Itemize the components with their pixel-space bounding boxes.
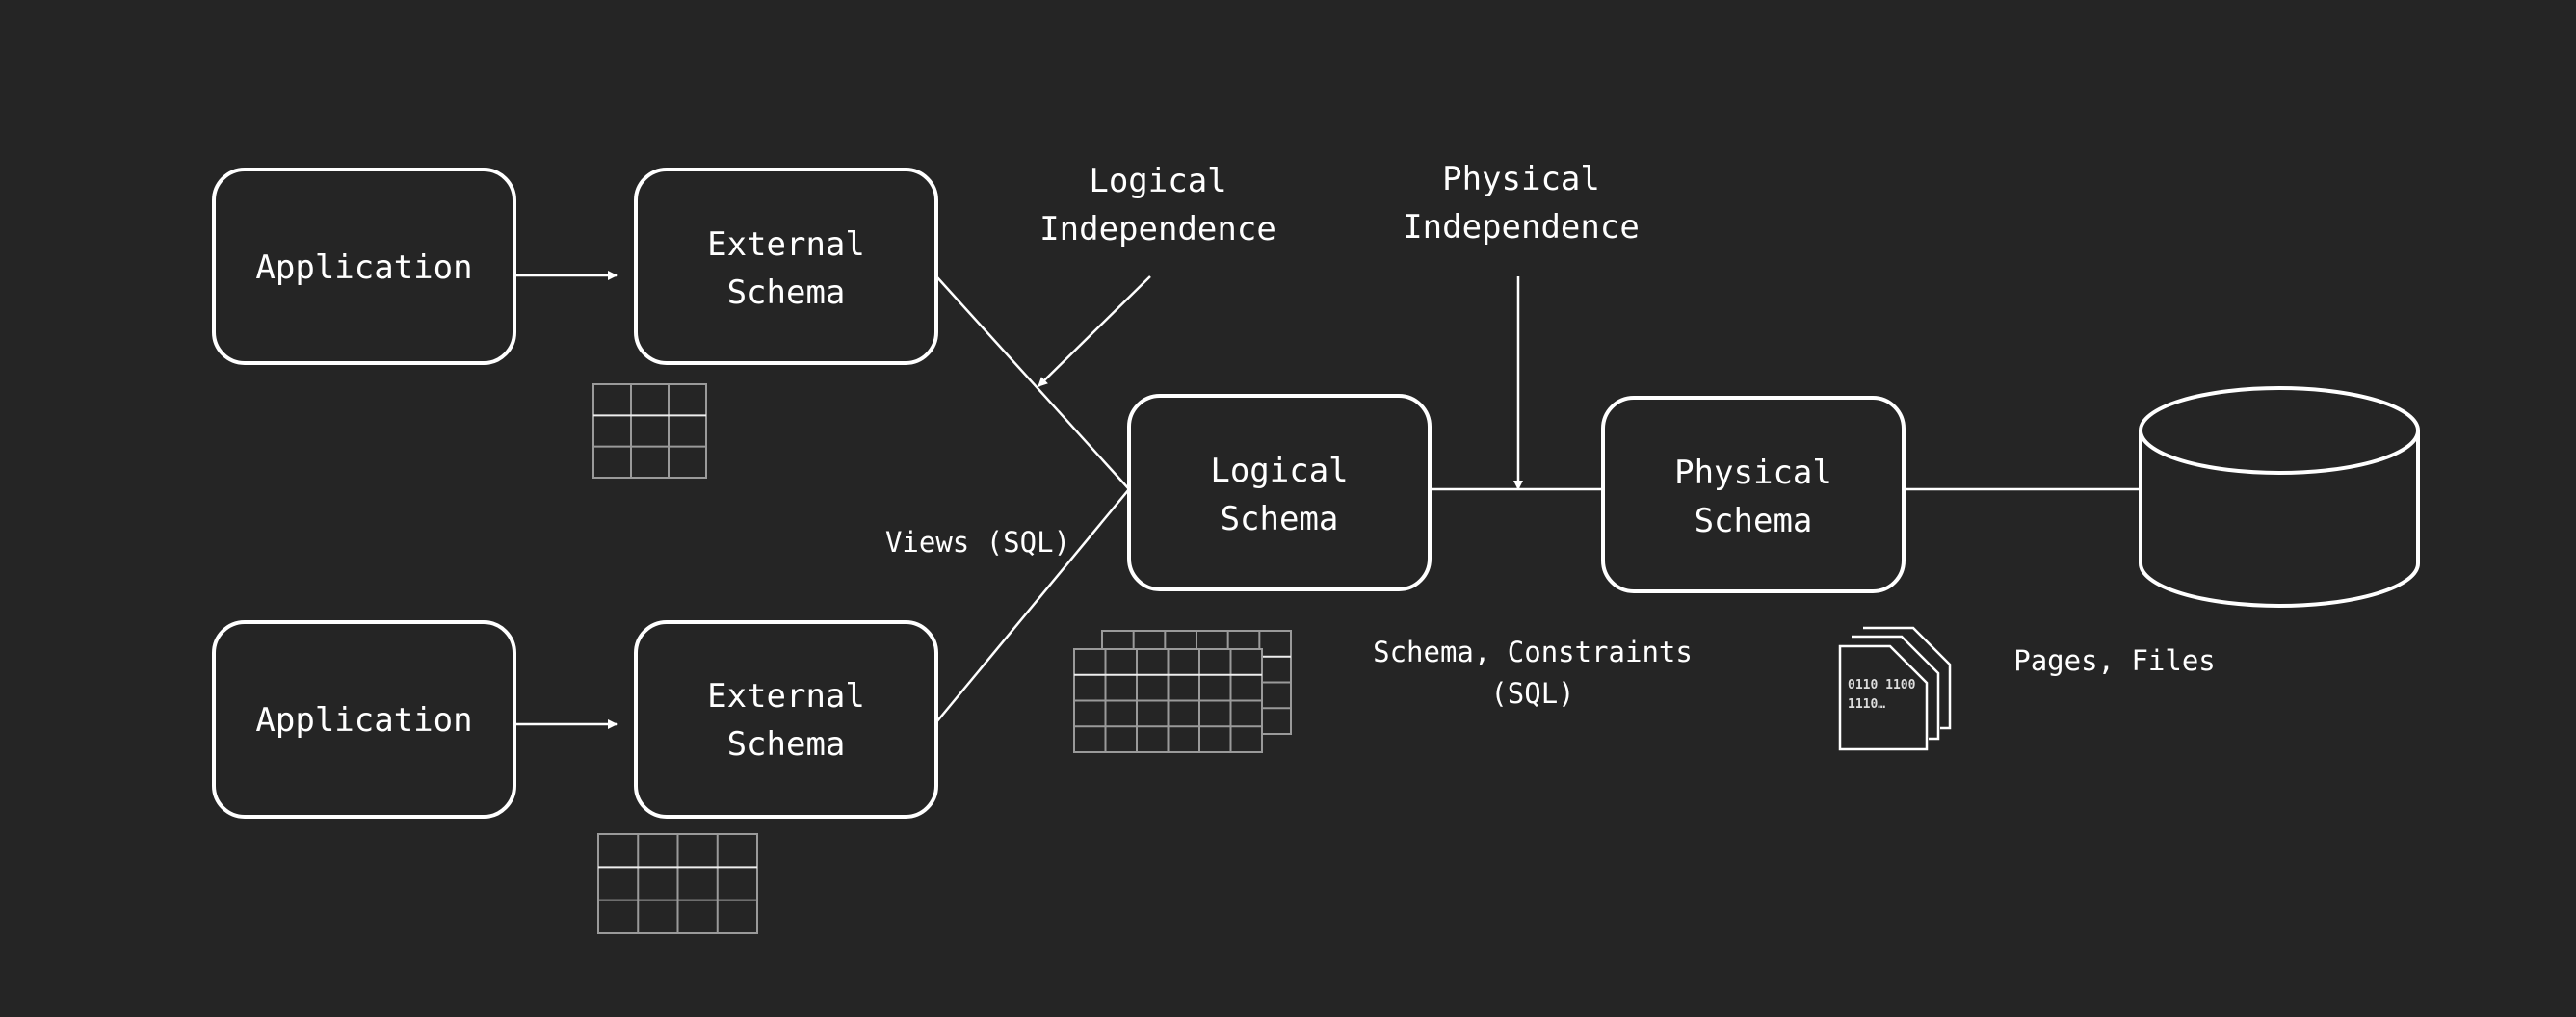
table-icon-external-top bbox=[592, 383, 707, 479]
logical-schema-box: Logical Schema bbox=[1127, 394, 1432, 591]
connectors bbox=[514, 271, 2141, 729]
logical-independence-label: Independence bbox=[1039, 210, 1276, 248]
application-box-top: Application bbox=[212, 168, 516, 365]
external-label-line1: External bbox=[707, 225, 865, 264]
views-sql-label: Views (SQL) bbox=[885, 526, 1070, 559]
files-icon: 0110 1100 1110… bbox=[1838, 626, 1952, 751]
table-icon-external-bottom bbox=[597, 833, 758, 934]
application-box-bottom: Application bbox=[212, 620, 516, 819]
physical-label-line2: Schema bbox=[1695, 502, 1813, 540]
schema-constraints-label: Schema, Constraints bbox=[1373, 636, 1693, 668]
external-label-line2: Schema bbox=[727, 725, 846, 764]
logical-independence-label: Logical bbox=[1089, 162, 1226, 200]
external-schema-box-bottom: External Schema bbox=[634, 620, 938, 819]
physical-label-line1: Physical bbox=[1674, 454, 1832, 492]
external-label-line2: Schema bbox=[727, 274, 846, 312]
external-schema-box-top: External Schema bbox=[634, 168, 938, 365]
arrow-logical-independence bbox=[1038, 275, 1151, 387]
physical-schema-box: Physical Schema bbox=[1601, 396, 1906, 593]
table-icon-logical-front bbox=[1073, 648, 1263, 753]
physical-independence-label: Physical bbox=[1442, 160, 1600, 198]
line-external-top-to-logical bbox=[935, 275, 1130, 490]
binary-text: 1110… bbox=[1848, 697, 1885, 712]
schema-constraints-label: (SQL) bbox=[1490, 677, 1574, 710]
database-cylinder-icon bbox=[2139, 386, 2420, 608]
external-label-line1: External bbox=[707, 677, 865, 716]
logical-label-line2: Schema bbox=[1221, 500, 1339, 538]
application-label: Application bbox=[255, 248, 472, 287]
table-icons bbox=[592, 383, 1292, 934]
binary-text: 0110 1100 bbox=[1848, 678, 1916, 692]
pages-files-label: Pages, Files bbox=[2013, 644, 2216, 677]
application-label: Application bbox=[255, 701, 472, 740]
page-front-icon bbox=[1838, 644, 1929, 751]
physical-independence-label: Independence bbox=[1403, 208, 1640, 247]
logical-label-line1: Logical bbox=[1210, 452, 1348, 490]
line-external-bottom-to-logical bbox=[935, 488, 1130, 723]
